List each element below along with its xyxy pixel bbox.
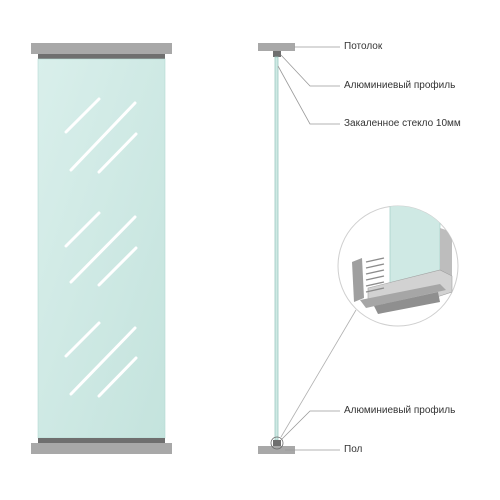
detail-profile-foot	[374, 292, 440, 314]
bottom-profile-front	[38, 438, 165, 443]
top-profile-side	[273, 51, 281, 57]
reflection-line	[64, 321, 101, 358]
callout-connector	[280, 309, 357, 438]
leader-glass	[277, 65, 340, 125]
reflection-line	[64, 211, 101, 248]
reflection-line	[69, 101, 137, 172]
label-glass: Закаленное стекло 10мм	[344, 118, 461, 129]
ceiling-slab-side	[258, 43, 295, 51]
reflection-line	[69, 326, 137, 396]
reflection-line	[97, 356, 138, 398]
label-bottom-profile: Алюминиевый профиль	[344, 405, 456, 416]
glass-edge-side	[274, 56, 279, 441]
reflection-line	[97, 246, 138, 287]
floor-slab-front	[31, 443, 172, 454]
top-profile-front	[38, 54, 165, 59]
side-view	[258, 43, 295, 454]
glass-panel-front	[37, 58, 166, 439]
ceiling-slab-front	[31, 43, 172, 54]
floor-slab-side	[258, 446, 295, 454]
label-ceiling: Потолок	[344, 41, 383, 52]
detail-profile-lip	[352, 258, 364, 302]
label-floor: Пол	[344, 444, 363, 455]
label-top-profile: Алюминиевый профиль	[344, 80, 456, 91]
detail-ribs	[365, 257, 385, 293]
reflection-line	[97, 132, 138, 174]
leader-lines	[277, 46, 357, 451]
bottom-profile-side	[273, 440, 281, 446]
detail-callout-circle	[270, 436, 284, 450]
reflection-line	[69, 215, 137, 284]
leader-top-profile	[280, 54, 340, 87]
detail-profile-flange	[360, 284, 446, 308]
leader-bottom-profile	[280, 410, 340, 441]
glass-reflection-marks	[64, 97, 138, 398]
front-view	[31, 43, 172, 454]
magnified-detail	[337, 205, 459, 327]
reflection-line	[64, 97, 101, 134]
